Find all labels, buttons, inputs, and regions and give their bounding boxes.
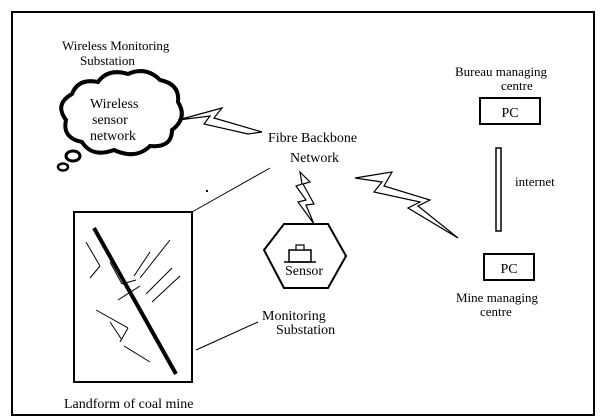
wireless-sensor-network-label: Wireless sensor network: [90, 97, 142, 144]
stray-dot: [206, 190, 208, 192]
landform-caption: Landform of coal mine: [64, 397, 193, 412]
fibre-backbone-network-label: Fibre Backbone Network: [268, 131, 361, 166]
mine-centre-link-lightning: [354, 171, 459, 239]
wireless-sensor-network-cloud: Wireless sensor network: [56, 69, 184, 172]
mine-pc-label: PC: [500, 262, 517, 277]
sensor-node: Sensor: [262, 223, 348, 289]
internet-label: internet: [515, 174, 555, 189]
wireless-link-lightning: [177, 106, 263, 135]
mine-pc-box: PC: [483, 253, 535, 281]
bureau-pc-label: PC: [501, 106, 518, 121]
internet-link: [495, 147, 502, 232]
sensor-icon: [284, 244, 316, 263]
coal-mine-landform: [73, 211, 193, 383]
bureau-pc-box: PC: [479, 97, 541, 125]
monitoring-substation-label: Monitoring Substation: [262, 309, 335, 338]
wireless-monitoring-substation-label: Wireless Monitoring Substation: [62, 38, 173, 68]
landform-monitoring-link: [195, 321, 259, 351]
sensor-link-lightning: [295, 170, 315, 225]
landform-backbone-link: [191, 167, 271, 213]
outer-frame: [11, 11, 595, 416]
mine-managing-centre-label: Mine managing centre: [456, 290, 541, 319]
bureau-managing-centre-label: Bureau managing centre: [455, 64, 550, 93]
sensor-label: Sensor: [285, 264, 323, 279]
